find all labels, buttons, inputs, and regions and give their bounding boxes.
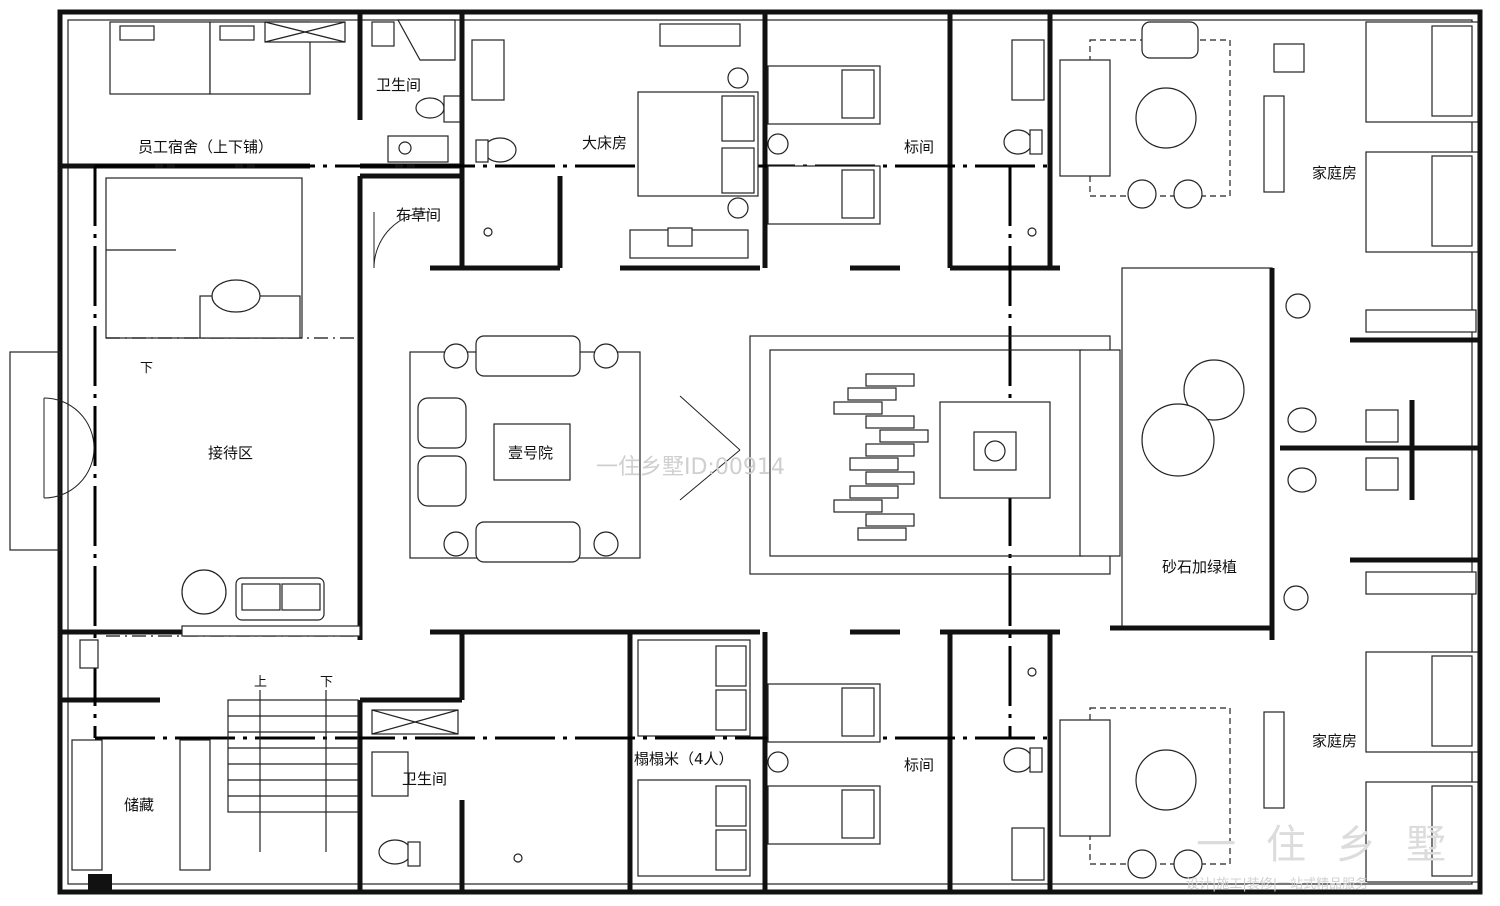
reception-furniture bbox=[43, 279, 361, 637]
label-family-top: 家庭房 bbox=[1312, 164, 1357, 182]
label-family-bottom: 家庭房 bbox=[1312, 732, 1357, 750]
label-tatami: 榻榻米（4人） bbox=[634, 750, 734, 768]
stair-down-bottom: 下 bbox=[320, 675, 333, 690]
interior-walls bbox=[60, 12, 1483, 892]
label-king-room: 大床房 bbox=[582, 134, 627, 152]
label-bathroom-bottom: 卫生间 bbox=[402, 770, 447, 788]
watermark-slogan: 设计|施工|装修|一站式精品服务 bbox=[1186, 876, 1368, 892]
linen-room bbox=[373, 211, 431, 269]
family-room-top-furniture bbox=[1059, 21, 1479, 253]
tatami-room-furniture bbox=[637, 639, 751, 877]
label-staff-dorm: 员工宿舍（上下铺） bbox=[138, 138, 273, 156]
stair-labels: 下 上 下 bbox=[140, 361, 333, 690]
right-wing-baths bbox=[1287, 309, 1477, 595]
room-labels: 员工宿舍（上下铺） 卫生间 大床房 标间 家庭房 布草间 接待区 壹号院 砂石加… bbox=[124, 76, 1357, 814]
label-bathroom-top: 卫生间 bbox=[376, 76, 421, 94]
staff-dorm-bunks bbox=[109, 21, 346, 95]
twin-room-top-furniture bbox=[767, 65, 881, 225]
courtyard-pavilion bbox=[749, 335, 1121, 575]
watermark-brand: 一住乡墅 bbox=[1196, 822, 1476, 868]
label-twin-bottom: 标间 bbox=[904, 756, 934, 774]
label-storage: 储藏 bbox=[124, 796, 154, 814]
stair-up-bottom: 上 bbox=[254, 675, 267, 690]
bathroom-fixtures-bottom bbox=[371, 709, 523, 867]
watermark-center: 一住乡墅ID:00914 bbox=[596, 455, 785, 480]
label-reception: 接待区 bbox=[208, 444, 253, 462]
exterior-walls bbox=[9, 9, 1483, 895]
gravel-garden-plants bbox=[1141, 293, 1311, 611]
watermarks: 一住乡墅ID:00914 一住乡墅 设计|施工|装修|一站式精品服务 bbox=[596, 455, 1476, 892]
courtyard-living-set bbox=[409, 335, 741, 563]
label-twin-top: 标间 bbox=[904, 138, 934, 156]
label-gravel-green: 砂石加绿植 bbox=[1162, 558, 1237, 576]
storage-and-stairs bbox=[71, 639, 359, 871]
twin-room-bottom-furniture bbox=[767, 667, 1045, 881]
label-courtyard: 壹号院 bbox=[508, 444, 553, 462]
bathroom-fixtures-top bbox=[371, 19, 1045, 237]
family-room-bottom-furniture bbox=[1059, 651, 1479, 883]
label-linen-room: 布草间 bbox=[396, 206, 441, 224]
stair-down-top: 下 bbox=[140, 361, 153, 376]
king-room-furniture bbox=[629, 23, 759, 259]
